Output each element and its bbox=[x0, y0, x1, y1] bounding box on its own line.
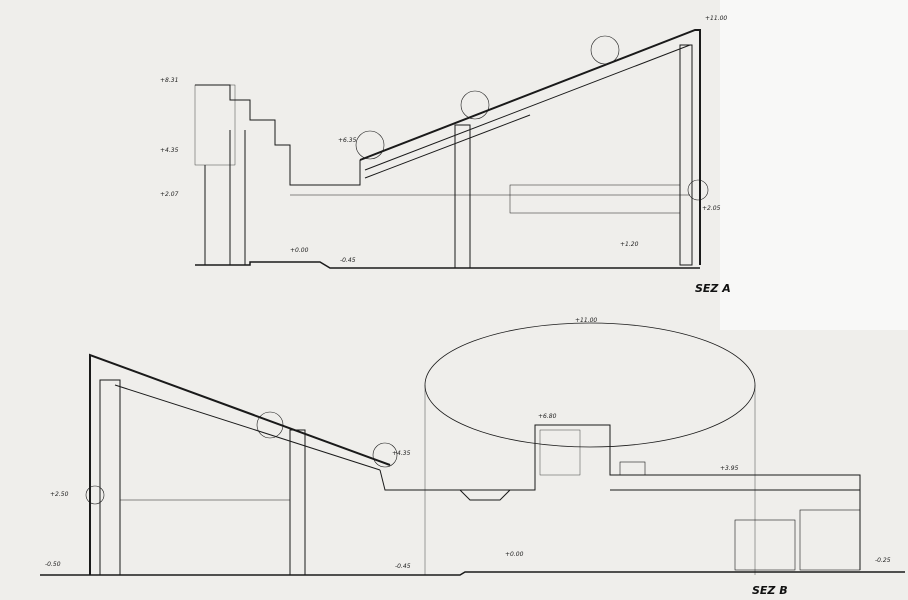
roof-under-a bbox=[364, 44, 691, 171]
elev-a-right1: +2.05 bbox=[702, 205, 721, 212]
roof-a bbox=[359, 29, 701, 265]
elev-a-mid1: +6.35 bbox=[338, 137, 357, 144]
beam-a bbox=[364, 114, 531, 179]
section-a-title: SEZ A bbox=[695, 282, 731, 295]
paper-faded-area bbox=[720, 0, 908, 330]
ground-line-b bbox=[40, 571, 905, 576]
grid-block-a bbox=[194, 84, 236, 166]
elev-a-top: +11.00 bbox=[705, 15, 727, 22]
section-b-title: SEZ B bbox=[752, 584, 788, 597]
roof-under-b bbox=[114, 384, 381, 471]
column-b bbox=[289, 429, 306, 576]
grid-tower-b bbox=[539, 429, 581, 476]
elev-a-left2: +4.35 bbox=[160, 147, 179, 154]
roof-b bbox=[89, 353, 391, 575]
elev-b-right1: +3.95 bbox=[720, 465, 739, 472]
elev-b-left1: +2.50 bbox=[50, 491, 69, 498]
section-b bbox=[40, 322, 905, 576]
elev-a-ground1: -0.45 bbox=[340, 257, 356, 264]
ground-line-a bbox=[195, 261, 700, 269]
elev-a-right2: +1.20 bbox=[620, 241, 639, 248]
elev-a-ground2: +0.00 bbox=[290, 247, 309, 254]
elev-b-right2: -0.25 bbox=[875, 557, 891, 564]
elev-b-tower: +6.80 bbox=[538, 413, 557, 420]
ellipse-volume bbox=[424, 322, 756, 448]
elev-b-ground1: -0.45 bbox=[395, 563, 411, 570]
right-wall-a bbox=[679, 44, 693, 266]
stepped-building-a bbox=[195, 84, 361, 186]
building-b bbox=[379, 424, 861, 570]
section-a bbox=[194, 29, 709, 269]
elev-a-left3: +2.07 bbox=[160, 191, 179, 198]
elev-b-left2: -0.50 bbox=[45, 561, 61, 568]
elev-b-mid2: +0.00 bbox=[505, 551, 524, 558]
elev-b-mid1: +4.35 bbox=[392, 450, 411, 457]
labels: +11.00 +8.31 +4.35 +2.07 +6.35 -0.45 +0.… bbox=[45, 15, 891, 597]
elev-a-left1: +8.31 bbox=[160, 77, 178, 84]
elev-b-ellipse: +11.00 bbox=[575, 317, 597, 324]
column-a bbox=[454, 124, 471, 269]
left-wall-b bbox=[99, 379, 121, 576]
